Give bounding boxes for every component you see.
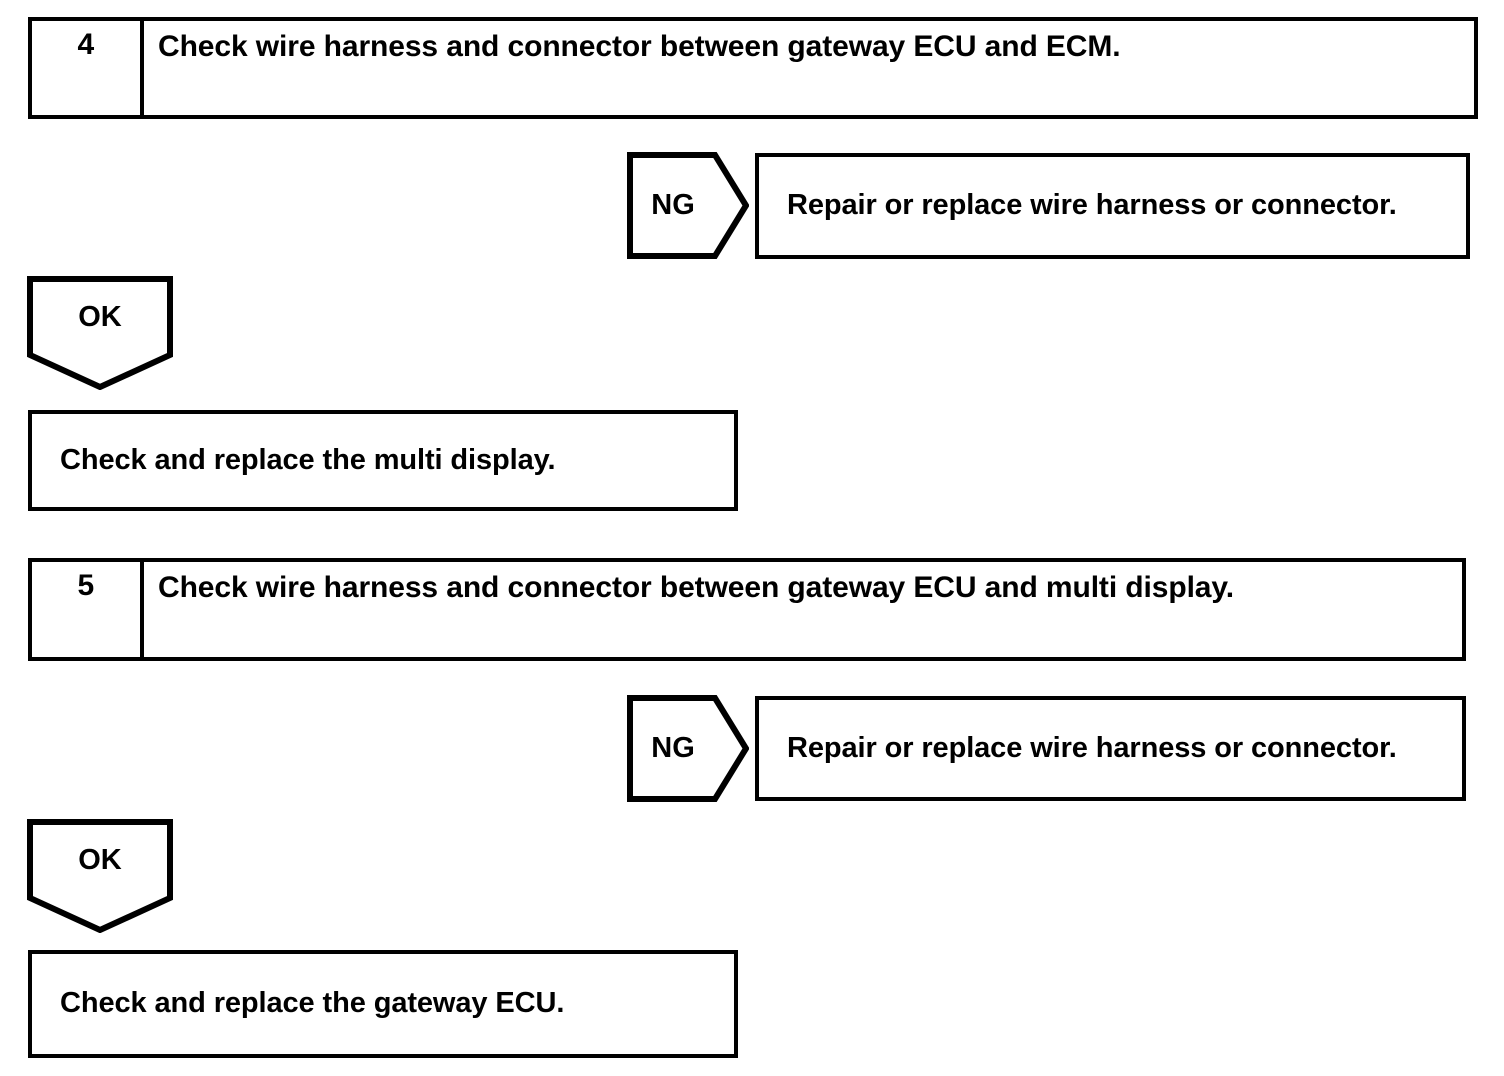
ok-action-text-4: Check and replace the multi display. bbox=[60, 443, 556, 476]
step-row-4: 4 Check wire harness and connector betwe… bbox=[28, 17, 1478, 119]
step-number-cell-4: 4 bbox=[32, 21, 144, 115]
ng-action-text-4: Repair or replace wire harness or connec… bbox=[787, 189, 1397, 222]
ng-label-4: NG bbox=[651, 189, 695, 221]
ok-action-box-4: Check and replace the multi display. bbox=[28, 410, 738, 511]
step-title-cell-4: Check wire harness and connector between… bbox=[144, 21, 1474, 115]
ok-label-5: OK bbox=[78, 843, 122, 876]
ng-action-text-5: Repair or replace wire harness or connec… bbox=[787, 731, 1397, 764]
ng-action-box-4: Repair or replace wire harness or connec… bbox=[755, 153, 1470, 259]
ok-label-4: OK bbox=[78, 300, 122, 333]
ok-action-box-5: Check and replace the gateway ECU. bbox=[28, 950, 738, 1058]
step-number-cell-5: 5 bbox=[32, 562, 144, 657]
step-number-5: 5 bbox=[77, 569, 95, 602]
ng-arrow-4: NG bbox=[627, 152, 749, 259]
ok-arrow-5: OK bbox=[27, 819, 173, 933]
step-title-cell-5: Check wire harness and connector between… bbox=[144, 562, 1462, 657]
ng-action-box-5: Repair or replace wire harness or connec… bbox=[755, 696, 1466, 801]
step-number-4: 4 bbox=[77, 28, 95, 61]
ng-arrow-5: NG bbox=[627, 695, 749, 802]
ng-label-5: NG bbox=[651, 732, 695, 764]
step-title-5: Check wire harness and connector between… bbox=[158, 571, 1234, 604]
ok-arrow-4: OK bbox=[27, 276, 173, 390]
step-title-4: Check wire harness and connector between… bbox=[158, 30, 1121, 63]
ok-action-text-5: Check and replace the gateway ECU. bbox=[60, 987, 565, 1020]
step-row-5: 5 Check wire harness and connector betwe… bbox=[28, 558, 1466, 661]
